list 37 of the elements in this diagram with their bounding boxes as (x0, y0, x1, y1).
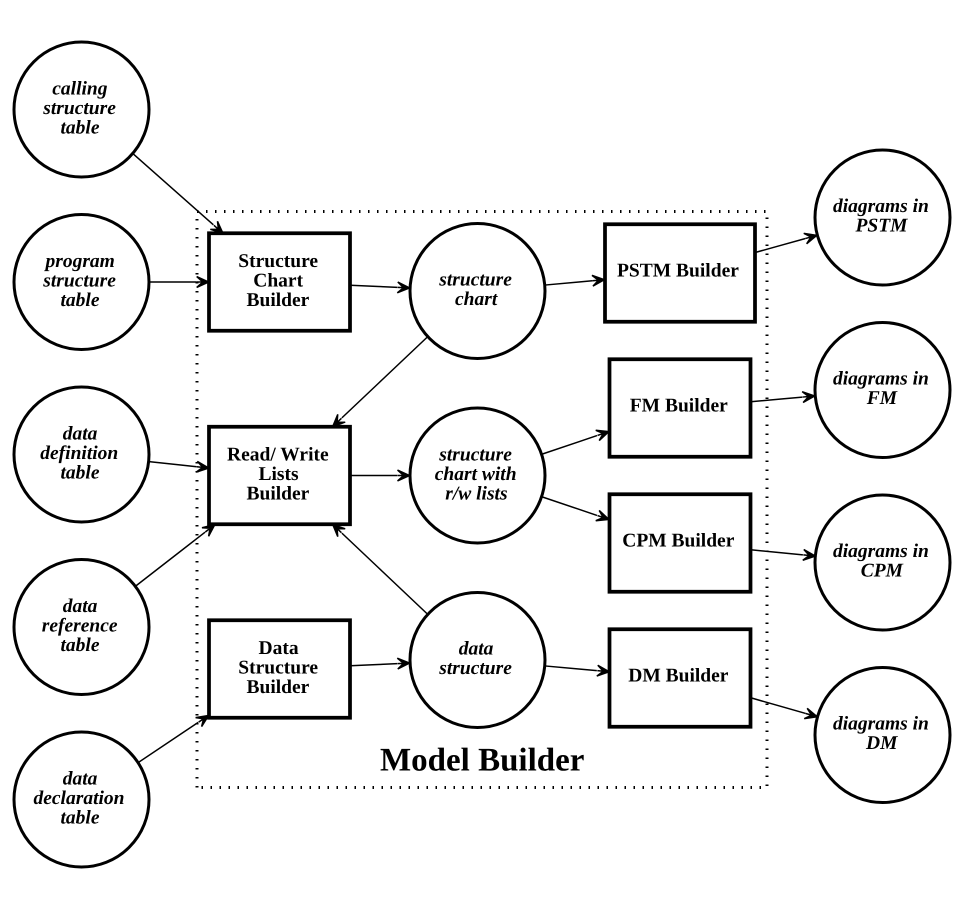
node-circle: diagrams in CPM (814, 494, 952, 632)
node-box: Data Structure Builder (207, 618, 352, 720)
arrow (332, 336, 428, 428)
arrow (750, 390, 816, 404)
node-box: CPM Builder (608, 492, 752, 594)
arrow (350, 657, 410, 670)
arrow (750, 697, 818, 720)
arrow (350, 469, 410, 482)
arrow (542, 430, 610, 455)
node-circle: data definition table (12, 386, 150, 524)
arrow (332, 524, 428, 615)
arrow (750, 548, 816, 562)
node-circle: diagrams in PSTM (814, 148, 952, 286)
node-box: FM Builder (608, 357, 752, 459)
node-box: Structure Chart Builder (207, 231, 352, 333)
arrow (755, 232, 818, 254)
arrow (542, 496, 610, 522)
arrow (544, 664, 610, 677)
arrow (149, 276, 210, 288)
arrow (135, 524, 216, 587)
node-circle: data reference table (12, 558, 150, 696)
node-box: DM Builder (608, 627, 752, 729)
arrow (544, 274, 606, 287)
node-box: Read/ Write Lists Builder (207, 424, 352, 526)
arrow (350, 281, 410, 294)
node-circle: calling structure table (12, 40, 150, 178)
arrow (132, 152, 224, 234)
node-circle: structure chart with r/w lists (408, 406, 546, 544)
node-box: PSTM Builder (603, 222, 757, 324)
node-circle: data declaration table (12, 730, 150, 868)
node-circle: data structure (408, 591, 546, 729)
node-circle: diagrams in FM (814, 321, 952, 459)
arrow (138, 714, 210, 764)
arrow (148, 460, 210, 473)
node-circle: structure chart (408, 222, 546, 360)
node-circle: program structure table (12, 213, 150, 351)
node-circle: diagrams in DM (814, 666, 952, 804)
